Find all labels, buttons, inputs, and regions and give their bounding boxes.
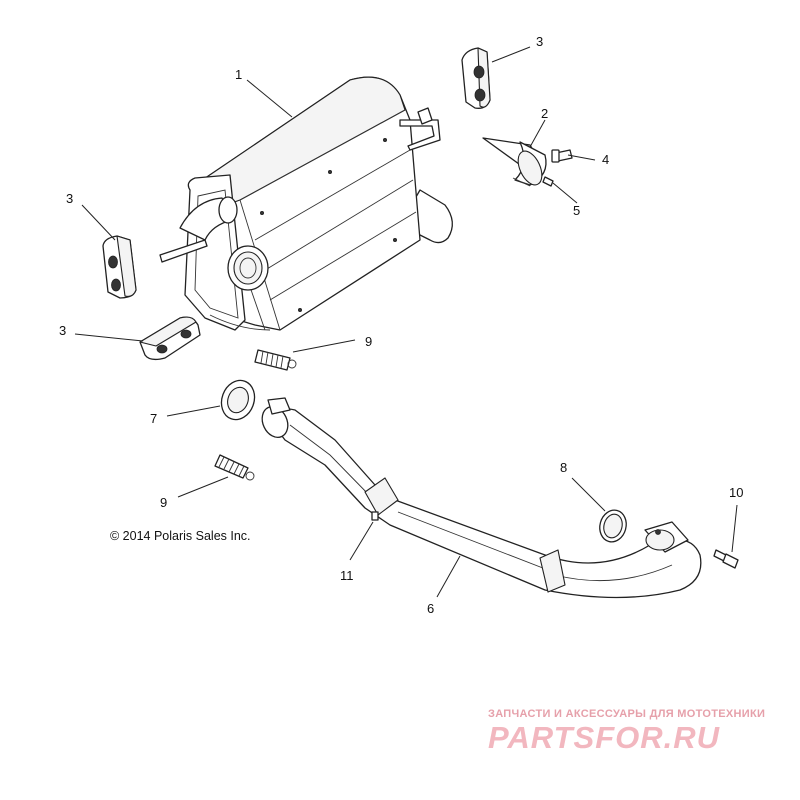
callout-3-left: 3 bbox=[66, 191, 73, 206]
spark-arrestor bbox=[482, 137, 547, 187]
callout-9-lower: 9 bbox=[160, 495, 167, 510]
callout-2: 2 bbox=[541, 106, 548, 121]
callout-3-top: 3 bbox=[536, 34, 543, 49]
fastener-part-5 bbox=[542, 176, 554, 187]
callout-10: 10 bbox=[729, 485, 743, 500]
watermark-logo: PARTSFOR.RU bbox=[488, 720, 721, 755]
spring-upper bbox=[254, 349, 297, 371]
grommet-top bbox=[461, 47, 491, 109]
watermark-tagline: ЗАПЧАСТИ И АКСЕССУАРЫ ДЛЯ МОТОТЕХНИКИ bbox=[488, 708, 765, 720]
leader-lines bbox=[74, 46, 738, 598]
callout-1: 1 bbox=[235, 67, 242, 82]
gasket-part-7 bbox=[220, 379, 256, 421]
callout-11: 11 bbox=[340, 568, 354, 583]
bolt-part-10 bbox=[713, 549, 739, 569]
copyright-notice: © 2014 Polaris Sales Inc. bbox=[110, 529, 251, 543]
muffler bbox=[159, 76, 453, 331]
watermark: ЗАПЧАСТИ И АКСЕССУАРЫ ДЛЯ МОТОТЕХНИКИ PA… bbox=[488, 708, 765, 755]
o-ring-part-8 bbox=[599, 509, 627, 543]
callout-5: 5 bbox=[573, 203, 580, 218]
callout-8: 8 bbox=[560, 460, 567, 475]
callout-7: 7 bbox=[150, 411, 157, 426]
callout-numbers: 1 2 3 3 3 4 5 9 7 8 9 10 11 6 bbox=[59, 34, 743, 616]
head-pipe bbox=[261, 397, 702, 599]
grommet-left bbox=[102, 235, 137, 299]
callout-9-upper: 9 bbox=[365, 334, 372, 349]
callout-6: 6 bbox=[427, 601, 434, 616]
callout-3-lower: 3 bbox=[59, 323, 66, 338]
spring-lower bbox=[214, 454, 255, 481]
callout-4: 4 bbox=[602, 152, 609, 167]
grommet-lower bbox=[139, 316, 201, 361]
screw-part-4 bbox=[551, 149, 573, 163]
